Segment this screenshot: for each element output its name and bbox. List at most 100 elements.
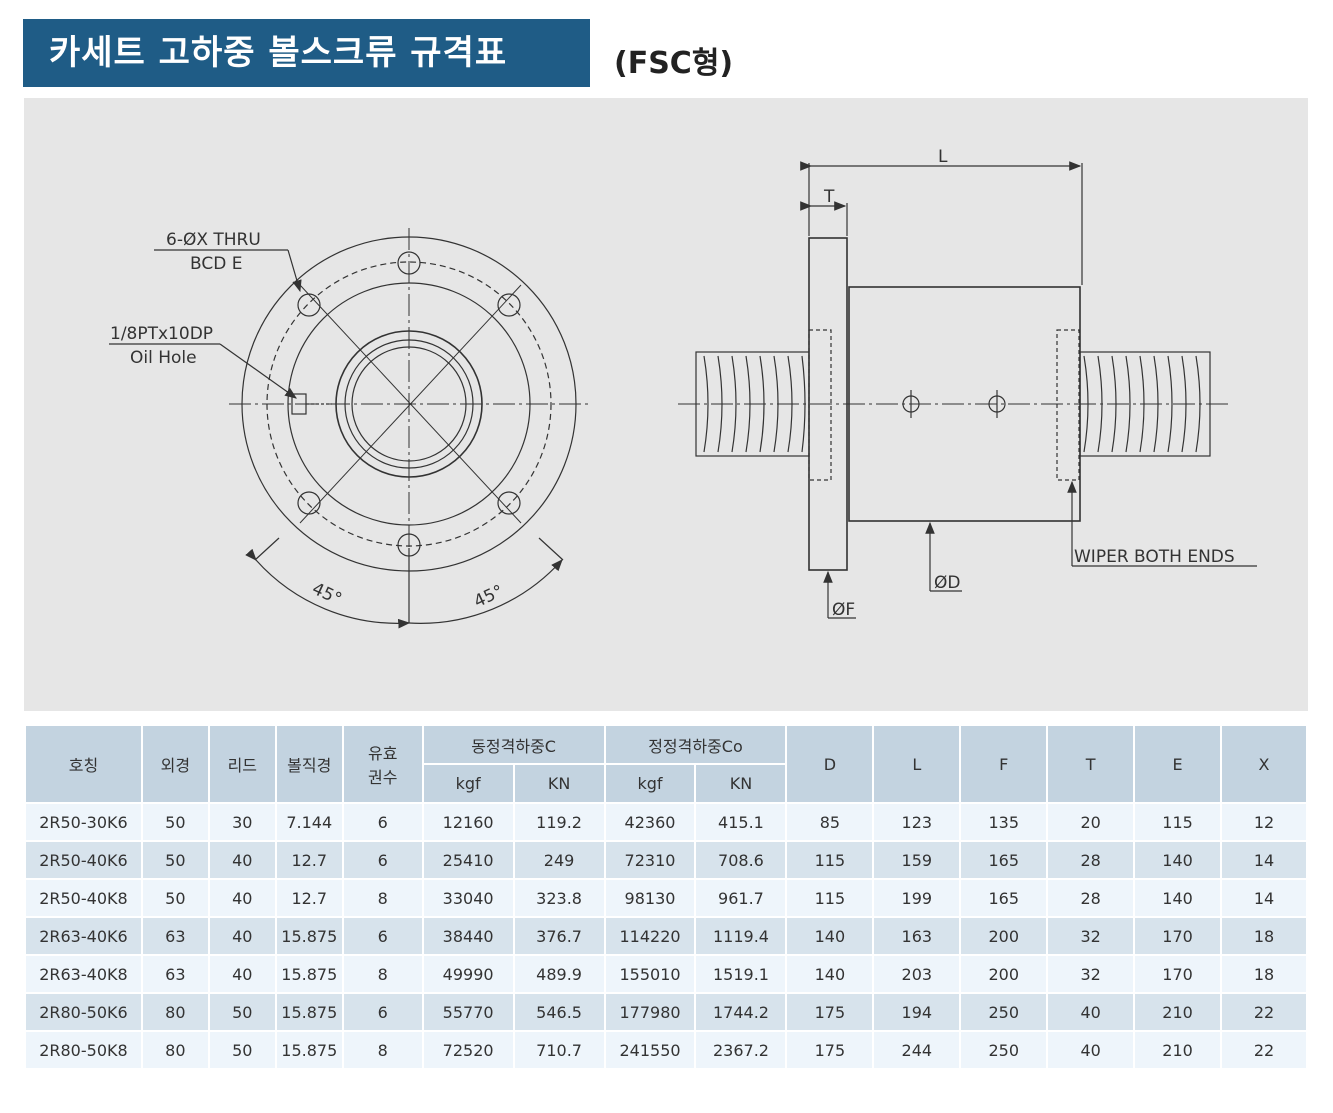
table-cell: 72310 — [603, 840, 697, 879]
table-cell: 249 — [512, 840, 606, 879]
table-cell: 80 — [140, 992, 210, 1031]
table-cell: 199 — [872, 878, 962, 917]
angle-left-label: 45° — [309, 579, 345, 610]
header-static-load: 정정격하중Co — [603, 724, 788, 765]
table-cell: 14 — [1220, 840, 1308, 879]
table-cell: 22 — [1220, 1030, 1308, 1068]
table-cell: 710.7 — [512, 1030, 606, 1068]
table-cell: 2R80-50K6 — [24, 992, 143, 1031]
table-cell: 2367.2 — [694, 1030, 788, 1068]
header-dynamic-kgf: kgf — [421, 763, 515, 804]
header-x: X — [1220, 724, 1308, 804]
table-cell: 708.6 — [694, 840, 788, 879]
table-cell: 200 — [959, 954, 1049, 993]
side-view — [678, 161, 1257, 619]
header-outer-diameter: 외경 — [140, 724, 210, 804]
table-cell: 250 — [959, 992, 1049, 1031]
wiper-label: WIPER BOTH ENDS — [1074, 547, 1235, 567]
table-cell: 6 — [341, 802, 424, 841]
bcd-label: BCD E — [190, 254, 242, 274]
table-cell: 546.5 — [512, 992, 606, 1031]
table-cell: 415.1 — [694, 802, 788, 841]
table-cell: 6 — [341, 840, 424, 879]
table-cell: 140 — [785, 916, 875, 955]
table-cell: 2R50-40K8 — [24, 878, 143, 917]
header-effective-turns: 유효 권수 — [341, 724, 424, 804]
table-cell: 42360 — [603, 802, 697, 841]
oil-hole-spec-label: 1/8PTx10DP — [110, 324, 213, 344]
drawing-svg: 6-ØX THRU BCD E 1/8PTx10DP Oil Hole 45° … — [109, 147, 1257, 629]
angle-right-label: 45° — [471, 581, 507, 612]
table-cell: 50 — [207, 1030, 277, 1068]
table-cell: 50 — [140, 878, 210, 917]
table-cell: 115 — [1133, 802, 1223, 841]
dim-d-label: ØD — [934, 573, 960, 593]
table-cell: 244 — [872, 1030, 962, 1068]
header-dynamic-kn: KN — [512, 763, 606, 804]
table-cell: 40 — [1046, 1030, 1136, 1068]
header-e: E — [1133, 724, 1223, 804]
header-lead: 리드 — [207, 724, 277, 804]
header-model: 호칭 — [24, 724, 143, 804]
dim-t-label: T — [823, 187, 835, 207]
table-cell: 6 — [341, 992, 424, 1031]
header-l: L — [872, 724, 962, 804]
table-cell: 25410 — [421, 840, 515, 879]
table-cell: 12.7 — [274, 840, 344, 879]
table-cell: 8 — [341, 878, 424, 917]
table-cell: 40 — [207, 954, 277, 993]
table-cell: 15.875 — [274, 992, 344, 1031]
table-cell: 376.7 — [512, 916, 606, 955]
table-cell: 50 — [207, 992, 277, 1031]
table-cell: 123 — [872, 802, 962, 841]
table-cell: 30 — [207, 802, 277, 841]
table-cell: 159 — [872, 840, 962, 879]
table-cell: 98130 — [603, 878, 697, 917]
table-cell: 63 — [140, 954, 210, 993]
table-cell: 250 — [959, 1030, 1049, 1068]
table-cell: 22 — [1220, 992, 1308, 1031]
table-cell: 115 — [785, 840, 875, 879]
table-cell: 50 — [140, 802, 210, 841]
table-cell: 165 — [959, 878, 1049, 917]
table-cell: 8 — [341, 954, 424, 993]
table-cell: 14 — [1220, 878, 1308, 917]
table-cell: 175 — [785, 992, 875, 1031]
header-f: F — [959, 724, 1049, 804]
table-cell: 1519.1 — [694, 954, 788, 993]
header-d: D — [785, 724, 875, 804]
header-static-kgf: kgf — [603, 763, 697, 804]
table-cell: 194 — [872, 992, 962, 1031]
header-ball-diameter: 볼직경 — [274, 724, 344, 804]
table-cell: 2R50-30K6 — [24, 802, 143, 841]
header-static-kn: KN — [694, 763, 788, 804]
table-cell: 170 — [1133, 916, 1223, 955]
table-cell: 163 — [872, 916, 962, 955]
table-cell: 20 — [1046, 802, 1136, 841]
table-cell: 175 — [785, 1030, 875, 1068]
thru-holes-label: 6-ØX THRU — [166, 230, 261, 250]
table-cell: 18 — [1220, 954, 1308, 993]
table-cell: 32 — [1046, 954, 1136, 993]
table-cell: 15.875 — [274, 1030, 344, 1068]
table-cell: 7.144 — [274, 802, 344, 841]
table-cell: 8 — [341, 1030, 424, 1068]
table-cell: 241550 — [603, 1030, 697, 1068]
table-cell: 2R63-40K8 — [24, 954, 143, 993]
table-cell: 12 — [1220, 802, 1308, 841]
table-cell: 140 — [1133, 878, 1223, 917]
oil-hole-label: Oil Hole — [130, 348, 197, 368]
table-cell: 38440 — [421, 916, 515, 955]
header-t: T — [1046, 724, 1136, 804]
page-subtitle: (FSC형) — [614, 46, 734, 81]
table-cell: 6 — [341, 916, 424, 955]
page-title: 카세트 고하중 볼스크류 규격표 — [23, 19, 590, 87]
table-cell: 1119.4 — [694, 916, 788, 955]
table-cell: 155010 — [603, 954, 697, 993]
table-cell: 177980 — [603, 992, 697, 1031]
